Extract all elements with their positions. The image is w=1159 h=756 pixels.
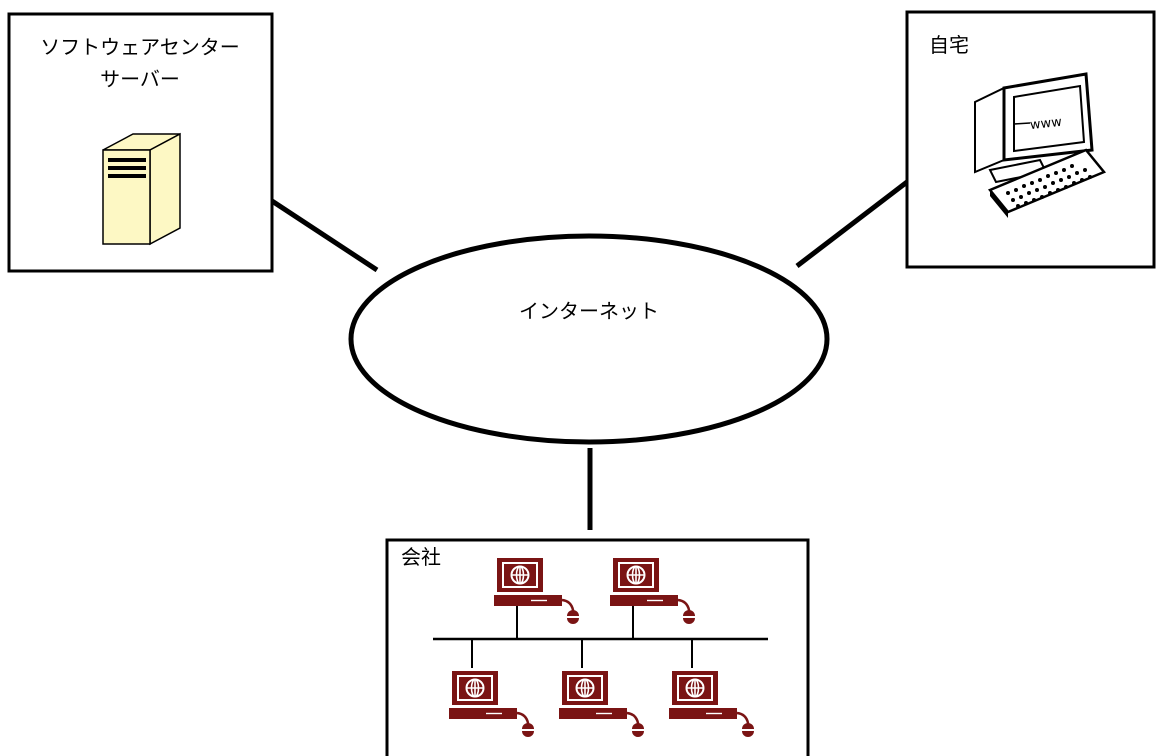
server-tower-icon (102, 132, 181, 246)
home-label: 自宅 (929, 33, 969, 57)
internet-label: インターネット (519, 299, 659, 323)
internet-cloud (348, 233, 830, 445)
server-label-line1: ソフトウェアセンター (40, 35, 240, 59)
home-screen-text: www (1029, 115, 1063, 133)
link-server-internet (270, 198, 379, 273)
company-lan (433, 556, 768, 739)
company-label: 会社 (401, 545, 441, 569)
link-home-internet (795, 180, 909, 268)
company-box (385, 538, 810, 756)
www-computer-icon: www (974, 72, 1107, 218)
server-label-line2: サーバー (100, 67, 180, 91)
